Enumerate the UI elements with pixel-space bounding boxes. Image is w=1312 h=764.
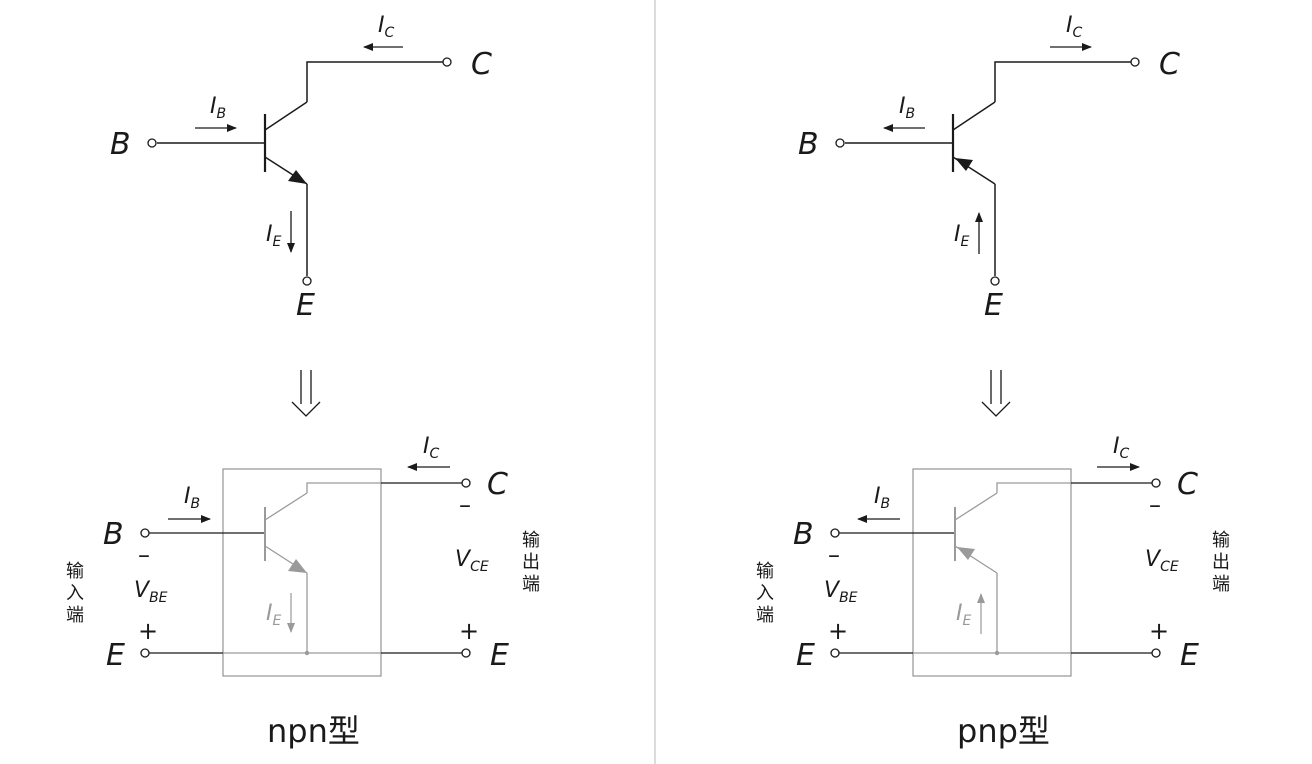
npn-label-b: B — [110, 127, 131, 162]
npn-model-ic-label: IC — [423, 434, 440, 462]
npn-inner-node — [304, 650, 310, 656]
pnp-emitter-arrow — [955, 158, 973, 171]
svg-text:输: 输 — [66, 561, 84, 582]
npn-ic-label: IC — [378, 13, 395, 41]
pnp-inner-node — [994, 650, 1000, 656]
npn-port-e-left — [140, 648, 150, 658]
npn-vce-minus: – — [459, 491, 471, 519]
npn-model-ib-label: IB — [184, 484, 200, 512]
npn-terminal-e — [302, 276, 312, 286]
pnp-model-label-c: C — [1177, 467, 1198, 502]
svg-text:端: 端 — [66, 605, 84, 626]
pnp-ic-label: IC — [1066, 13, 1083, 41]
pnp-model-ib-label: IB — [874, 484, 890, 512]
npn-two-port-box — [222, 468, 382, 677]
npn-vce-plus: + — [459, 617, 479, 645]
npn-vbe-label: VBE — [134, 578, 168, 606]
npn-port-wires — [149, 482, 462, 654]
pnp-port-wires — [839, 482, 1152, 654]
pnp-label-c: C — [1159, 47, 1180, 82]
pnp-port-e-right — [1151, 648, 1161, 658]
npn-panel: B C E IB IC IE — [66, 13, 540, 750]
npn-port-b — [140, 528, 150, 538]
pnp-inner-emitter-arrow — [957, 547, 975, 560]
svg-text:出: 出 — [522, 552, 540, 573]
pnp-panel: B C E IB IC IE IE — [756, 13, 1230, 750]
svg-text:入: 入 — [756, 583, 774, 604]
pnp-ib-label: IB — [899, 94, 915, 122]
pnp-label-e: E — [984, 288, 1003, 323]
npn-model-label-e-right: E — [490, 638, 509, 673]
pnp-model-label-b: B — [793, 517, 814, 552]
pnp-vbe-minus: – — [828, 541, 840, 569]
npn-vce-label: VCE — [455, 547, 489, 575]
npn-label-e: E — [296, 288, 315, 323]
svg-text:输: 输 — [1212, 530, 1230, 551]
svg-text:输: 输 — [522, 530, 540, 551]
pnp-transform-arrow — [981, 370, 1011, 417]
pnp-port-e-left — [830, 648, 840, 658]
npn-inner-emitter-arrow — [288, 559, 307, 573]
pnp-vbe-plus: + — [828, 617, 848, 645]
pnp-inner-transistor — [913, 482, 1071, 654]
svg-text:端: 端 — [756, 605, 774, 626]
pnp-output-port-label: 输 出 端 — [1212, 530, 1230, 595]
pnp-terminal-c — [1130, 57, 1140, 67]
pnp-transistor-symbol — [845, 61, 1131, 276]
npn-inner-transistor — [223, 482, 381, 654]
pnp-vbe-label: VBE — [824, 578, 858, 606]
npn-model-label-e-left: E — [106, 638, 125, 673]
npn-terminal-b — [147, 138, 157, 148]
npn-label-c: C — [471, 47, 492, 82]
npn-transform-arrow — [291, 370, 321, 417]
pnp-terminal-e — [990, 276, 1000, 286]
svg-text:端: 端 — [1212, 574, 1230, 595]
pnp-port-c — [1151, 478, 1161, 488]
npn-input-port-label: 输 入 端 — [66, 561, 84, 626]
npn-vbe-plus: + — [138, 617, 158, 645]
pnp-port-b — [830, 528, 840, 538]
npn-inner-ie-label: IE — [266, 601, 282, 629]
npn-port-e-right — [461, 648, 471, 658]
pnp-vce-label: VCE — [1145, 547, 1179, 575]
npn-transistor-symbol — [157, 61, 443, 276]
pnp-inner-ie-label: IE — [956, 601, 972, 629]
pnp-ie-label: IE — [954, 222, 970, 250]
npn-emitter-arrow — [288, 170, 307, 184]
pnp-title: pnp型 — [957, 712, 1050, 750]
pnp-model-label-e-left: E — [796, 638, 815, 673]
npn-ib-label: IB — [210, 94, 226, 122]
pnp-model-label-e-right: E — [1180, 638, 1199, 673]
pnp-two-port-box — [912, 468, 1072, 677]
pnp-model-ic-label: IC — [1113, 434, 1130, 462]
npn-title: npn型 — [267, 712, 360, 750]
pnp-terminal-b — [835, 138, 845, 148]
npn-terminal-c — [442, 57, 452, 67]
pnp-vce-minus: – — [1149, 491, 1161, 519]
npn-model-label-c: C — [487, 467, 508, 502]
svg-text:出: 出 — [1212, 552, 1230, 573]
npn-model-label-b: B — [103, 517, 124, 552]
npn-vbe-minus: – — [138, 541, 150, 569]
pnp-vce-plus: + — [1149, 617, 1169, 645]
npn-port-c — [461, 478, 471, 488]
pnp-label-b: B — [798, 127, 819, 162]
npn-ie-label: IE — [266, 222, 282, 250]
pnp-input-port-label: 输 入 端 — [756, 561, 774, 626]
npn-output-port-label: 输 出 端 — [522, 530, 540, 595]
svg-text:端: 端 — [522, 574, 540, 595]
svg-text:输: 输 — [756, 561, 774, 582]
svg-text:入: 入 — [66, 583, 84, 604]
